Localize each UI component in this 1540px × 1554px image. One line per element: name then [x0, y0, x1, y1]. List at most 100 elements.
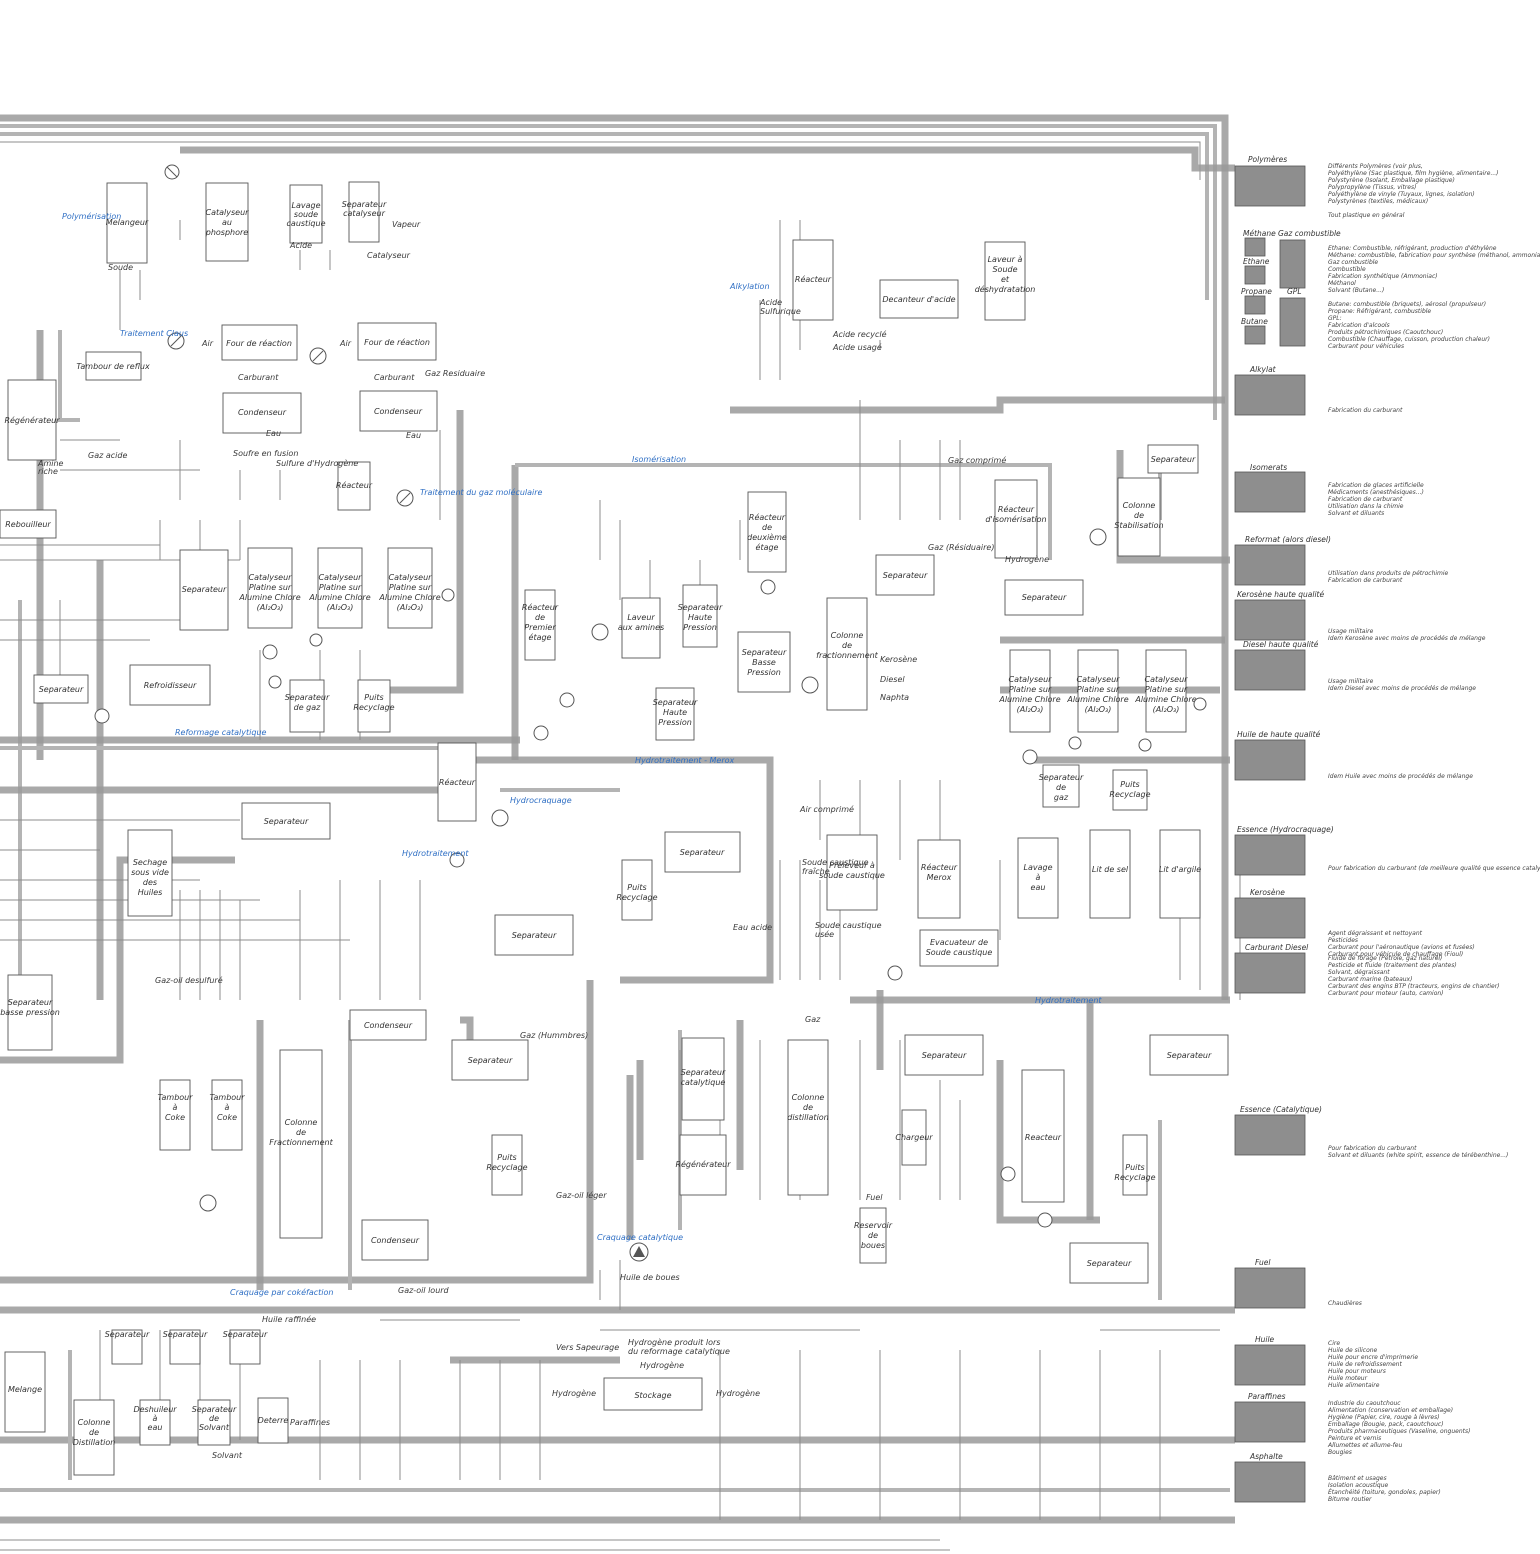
lav-l4: déshydratation [975, 284, 1036, 294]
product-use-note: Pesticides [1328, 937, 1358, 944]
stream-naphta: Naphta [880, 693, 909, 702]
ri-l1: Réacteur [998, 504, 1035, 514]
stream-gaz-residuaire: Gaz Residuaire [425, 369, 485, 378]
shp2-l3: Pression [658, 718, 692, 727]
stream-hydrogene-3: Hydrogène [552, 1388, 596, 1398]
tank-polymeres-label: Polymères [1248, 155, 1287, 164]
stream-air-2: Air [339, 339, 352, 348]
product-use-note: Bitume routier [1328, 1496, 1372, 1503]
product-use-note: Pour fabrication du carburant [1328, 1145, 1417, 1152]
unit-separateur-catalyseur-label-2: catalyseur [343, 209, 385, 218]
cd-l2: de [803, 1103, 813, 1112]
shp-l3: Pression [683, 623, 717, 632]
unit-four-reaction-2-label: Four de réaction [364, 337, 430, 347]
lav-l1: Laveur à [988, 255, 1023, 264]
unit-deterre [257, 1397, 289, 1444]
tank-huile-hq-label: Huile de haute qualité [1237, 730, 1321, 739]
tank-ethane-label: Ethane [1243, 257, 1270, 266]
cat2-l2: Platine sur [319, 583, 362, 592]
valve-cross-icon [262, 644, 278, 660]
valve-cross-icon [760, 579, 776, 595]
tank-propane-side: GPL [1287, 287, 1302, 296]
unit-chargeur [901, 1109, 927, 1166]
unit-separateur-b3 [229, 1329, 261, 1365]
unit-separateur-left [33, 674, 89, 704]
sg2-l1: Separateur [1039, 773, 1084, 782]
unit-stockage-label: Stockage [634, 1391, 671, 1400]
valve-cross-icon [94, 708, 110, 724]
unit-melangeur-label: Melangeur [106, 218, 149, 227]
lav-l2: Soude [992, 265, 1017, 274]
unit-reacteur-isom [994, 479, 1038, 559]
stream-gaz-acide: Gaz acide [88, 451, 127, 460]
cf1-l2: de [842, 641, 852, 650]
unit-separateur-coke [451, 1039, 529, 1081]
cat3-l2: Platine sur [389, 583, 432, 592]
tank-propane [1244, 295, 1266, 315]
cr2-l3: Alumine Chlore [1066, 695, 1128, 704]
product-use-note: Fabrication de carburant [1328, 577, 1403, 584]
unit-colonne-fract-2 [279, 1049, 323, 1239]
sepgaz-l1: Separateur [285, 693, 330, 702]
unit-laveur-soude [984, 241, 1026, 321]
section-reformage: Reformage catalytique [175, 728, 267, 737]
unit-lavage-soude [289, 184, 323, 244]
tank-butane-label: Butane [1241, 317, 1268, 326]
unit-catalyseur-right-1 [1009, 649, 1051, 733]
tank-polymeres [1234, 165, 1306, 207]
product-use-note: Méthane: combustible, fabrication pour s… [1328, 252, 1540, 259]
product-use-note: Gaz combustible [1328, 259, 1378, 266]
stream-amine-2: riche [38, 467, 58, 476]
unit-colonne-distillation-2 [73, 1399, 115, 1476]
product-use-note: Utilisation dans la chimie [1328, 503, 1404, 510]
cr2-l1: Catalyseur [1077, 675, 1121, 684]
product-use-note: Fabrication de glaces artificielle [1328, 482, 1424, 489]
product-use-note: Cire [1328, 1340, 1340, 1347]
unit-condenseur-lower-label: Condenseur [371, 1236, 420, 1245]
unit-reservoir-boues [859, 1207, 887, 1264]
section-hydrotraitement-mid: Hydrotraitement - Merox [635, 756, 735, 765]
tank-essence-cata [1234, 1114, 1306, 1156]
unit-refroidisseur-label: Refroidisseur [144, 681, 197, 690]
unit-melangeur [106, 182, 148, 264]
valve-stem [170, 335, 182, 347]
product-use-note: Carburant pour l'aéronautique (avions et… [1328, 944, 1475, 951]
product-use-note: Propane: Réfrigérant, combustible [1328, 308, 1431, 315]
unit-catalyseur-chlore-1 [247, 547, 293, 629]
unit-tambour-coke-1 [159, 1079, 191, 1151]
sbpr-l1: Separateur [8, 998, 53, 1007]
unit-preleveur-soude [826, 834, 878, 911]
cr1-l3: Alumine Chlore [998, 695, 1060, 704]
tank-huile-label: Huile [1255, 1335, 1275, 1344]
sv-l4: Huiles [138, 888, 163, 897]
valve-stem [399, 492, 411, 504]
stream-vapeur: Vapeur [392, 220, 421, 229]
thin-pipes [0, 220, 1241, 1551]
sf-l1: Separateur [681, 1068, 726, 1077]
product-use-note: Solvant (Butane...) [1328, 287, 1384, 294]
product-use-note: Fabrication du carburant [1328, 407, 1403, 414]
product-use-note: Carburant marine (bateaux) [1328, 976, 1412, 983]
product-use-note: Usage militaire [1328, 678, 1374, 685]
sbpr-l2: basse pression [0, 1008, 60, 1017]
unit-catalyseur-right-2 [1077, 649, 1119, 733]
section-traitement-gaz: Traitement du gaz moléculaire [420, 487, 543, 497]
unit-puits-recyclage-4 [491, 1134, 523, 1196]
cd-l3: distillation [787, 1113, 829, 1122]
unit-colonne-stabilisation [1117, 477, 1161, 557]
unit-catalyseur-phosphore-label-3: phosphore [205, 228, 249, 237]
product-use-note: Médicaments (anesthésiques...) [1328, 489, 1424, 496]
product-use-note: Polystyrènes (textiles, médicaux) [1328, 198, 1428, 205]
unit-separateur-catalyseur-label-1: Separateur [342, 200, 387, 209]
ss-l2: de [209, 1414, 219, 1423]
stream-labels: Soude Acide Vapeur Catalyseur Acide Sulf… [37, 220, 1049, 1460]
unit-regenerateur-fcc [679, 1134, 727, 1196]
product-use-note: GPL: [1328, 315, 1342, 322]
stream-huile-raffinee: Huile raffinée [262, 1314, 316, 1324]
stream-acide: Acide [289, 241, 312, 250]
cr3-l2: Platine sur [1145, 685, 1188, 694]
tc1-l1: Tambour [157, 1093, 193, 1102]
valves [94, 164, 1207, 1262]
pr2-l2: Recyclage [1109, 790, 1150, 799]
product-use-note: Combustible [1328, 266, 1366, 273]
